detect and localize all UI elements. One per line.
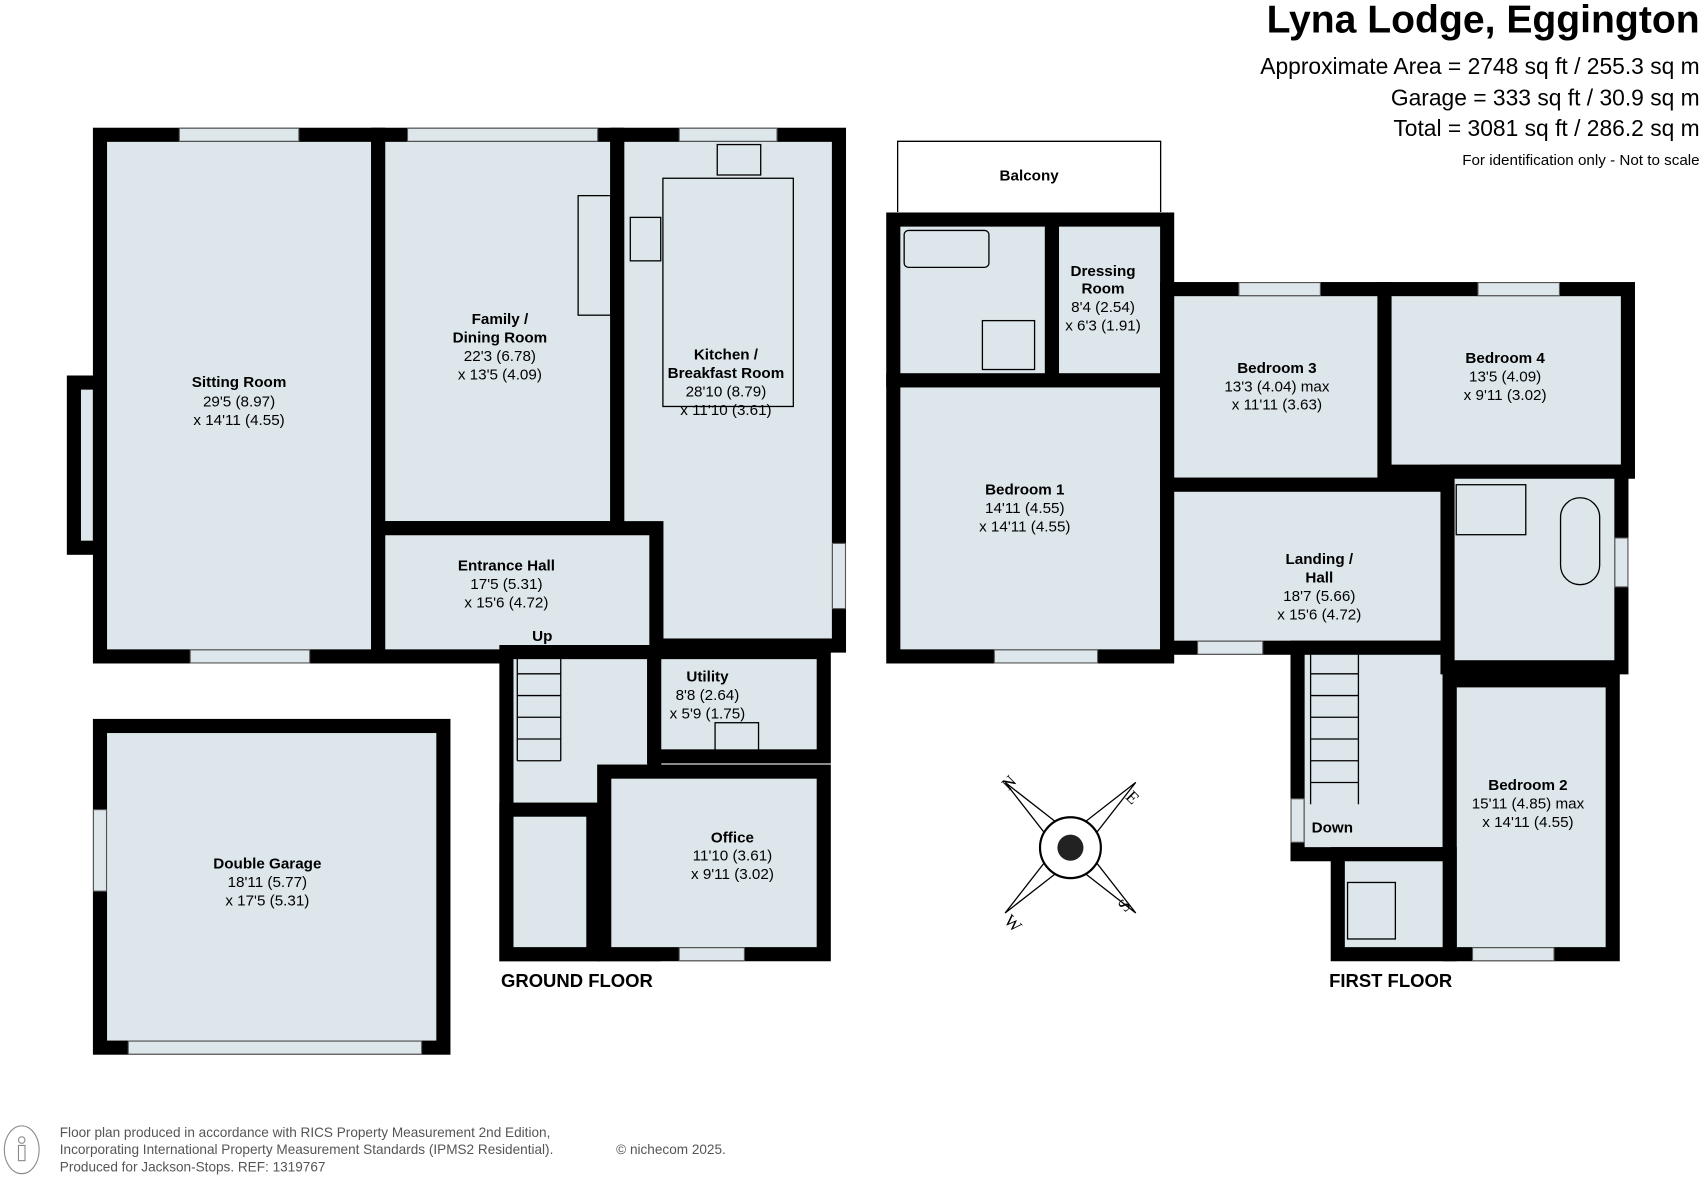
room-dim: x 14'11 (4.55): [979, 518, 1070, 535]
room-label: Bedroom 2: [1488, 777, 1567, 794]
bedroom-1: [886, 373, 1175, 664]
ensuite-2: [1440, 464, 1629, 675]
room-dim: 14'11 (4.55): [985, 500, 1065, 517]
room-dim: 17'5 (5.31): [470, 576, 542, 593]
room-label: Entrance Hall: [458, 558, 555, 575]
room-label: Sitting Room: [192, 374, 287, 391]
room-label: Hall: [1305, 570, 1333, 587]
compass-w: W: [1000, 911, 1025, 936]
stairs-down-icon: [1309, 652, 1360, 805]
title: Lyna Lodge, Eggington: [1267, 0, 1700, 42]
room-dim: x 5'9 (1.75): [670, 705, 746, 722]
room-dim: 13'3 (4.04) max: [1224, 378, 1330, 395]
room-dim: x 17'5 (5.31): [225, 892, 309, 909]
utility: [647, 645, 831, 764]
room-label: Family /: [472, 311, 529, 328]
room-label: Bedroom 3: [1237, 360, 1316, 377]
room-dim: 8'4 (2.54): [1071, 299, 1135, 316]
room-dim: x 6'3 (1.91): [1065, 317, 1141, 334]
room-dim: 22'3 (6.78): [464, 348, 536, 365]
room-label: Utility: [686, 668, 729, 685]
room-label: Bedroom 4: [1465, 350, 1545, 367]
room-dim: 13'5 (4.09): [1469, 368, 1541, 385]
room-label: Office: [711, 829, 754, 846]
room-label: Bedroom 1: [985, 481, 1065, 498]
room-dim: 18'7 (5.66): [1283, 588, 1355, 605]
room-label: Kitchen /: [694, 347, 759, 364]
bedroom-2: [1442, 673, 1620, 962]
balcony: [896, 140, 1162, 212]
garage-area: Garage = 333 sq ft / 30.9 sq m: [1391, 84, 1700, 110]
footer-line: Floor plan produced in accordance with R…: [60, 1125, 551, 1140]
room-dim: x 11'11 (3.63): [1232, 397, 1322, 414]
footer-line: Produced for Jackson-Stops. REF: 1319767: [60, 1160, 326, 1175]
balcony-label: Balcony: [1000, 167, 1060, 184]
wc: [499, 802, 601, 962]
room-label: Breakfast Room: [668, 365, 785, 382]
stairs-label: Up: [532, 628, 552, 645]
room-label: Landing /: [1286, 551, 1354, 568]
room-dim: x 15'6 (4.72): [464, 595, 548, 612]
copyright: © nichecom 2025.: [616, 1142, 726, 1157]
room-dim: x 14'11 (4.55): [193, 412, 284, 429]
footer-line: Incorporating International Property Mea…: [60, 1142, 554, 1157]
room-dim: x 14'11 (4.55): [1482, 814, 1573, 831]
ground-floor-plan: Sitting Room 29'5 (8.97) x 14'11 (4.55) …: [66, 127, 847, 1055]
compass-n: N: [998, 771, 1021, 794]
bedroom-4: [1377, 282, 1635, 479]
approximate-area: Approximate Area = 2748 sq ft / 255.3 sq…: [1260, 53, 1699, 79]
room-dim: 18'11 (5.77): [228, 874, 308, 891]
room-dim: 11'10 (3.61): [693, 848, 773, 865]
room-dim: 15'11 (4.85) max: [1472, 796, 1585, 813]
room-dim: x 9'11 (3.02): [1464, 387, 1547, 404]
room-label: Double Garage: [213, 855, 321, 872]
room-dim: x 13'5 (4.09): [458, 366, 542, 383]
room-dim: 28'10 (8.79): [686, 384, 767, 401]
footer: Floor plan produced in accordance with R…: [3, 1125, 726, 1175]
room-dim: x 9'11 (3.02): [691, 866, 774, 883]
room-label: Dining Room: [453, 329, 548, 346]
stairs-up-icon: [516, 652, 562, 762]
total-area: Total = 3081 sq ft / 286.2 sq m: [1393, 115, 1699, 141]
room-dim: 29'5 (8.97): [203, 393, 275, 410]
disclaimer: For identification only - Not to scale: [1462, 152, 1699, 169]
ensuite-1: [886, 212, 1060, 388]
room-label: Dressing: [1071, 263, 1136, 280]
room-dim: x 15'6 (4.72): [1277, 606, 1361, 623]
room-dim: 8'8 (2.64): [676, 687, 740, 704]
first-floor-plan: Balcony Dressing Room 8'4 (2.54) x 6'3 (…: [886, 140, 1635, 991]
first-floor-label: FIRST FLOOR: [1329, 970, 1452, 991]
ensuite-3: [1330, 847, 1457, 962]
compass-rose-icon: N E S W: [998, 771, 1143, 936]
stairs-label: Down: [1312, 819, 1353, 836]
person-icon: [3, 1125, 40, 1175]
room-dim: x 11'10 (3.61): [680, 402, 771, 419]
ground-floor-label: GROUND FLOOR: [501, 970, 653, 991]
room-label: Room: [1081, 280, 1124, 297]
